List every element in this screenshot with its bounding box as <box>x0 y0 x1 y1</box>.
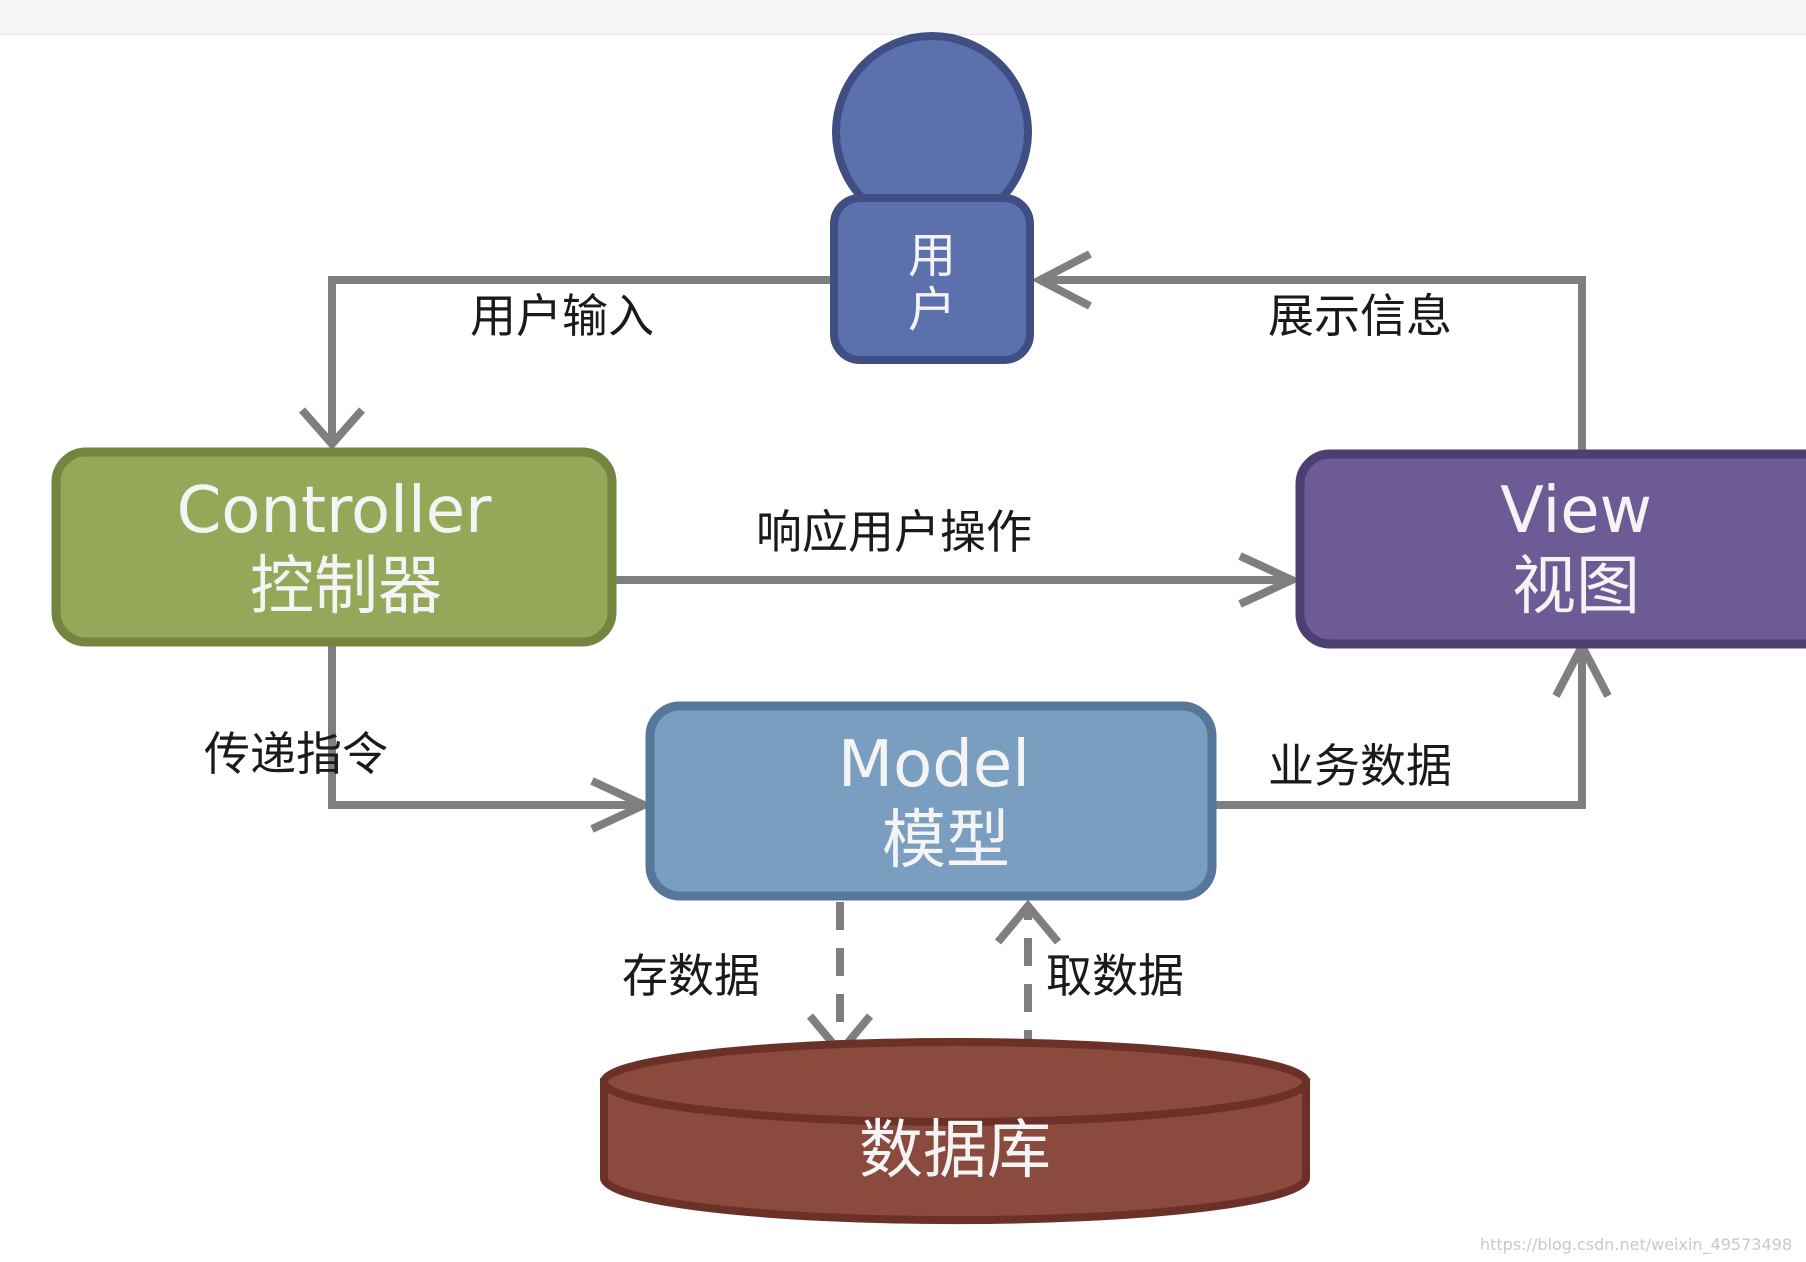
edge-user-input <box>299 276 835 451</box>
view-title: View <box>1500 474 1652 548</box>
controller-box <box>51 447 617 647</box>
controller-node: Controller 控制器 <box>51 447 617 647</box>
user-node: 用 户 <box>830 32 1034 364</box>
database-label: 数据库 <box>859 1114 1051 1188</box>
edge-respond-action <box>612 552 1302 608</box>
controller-title: Controller <box>177 474 493 548</box>
edge-show-info <box>1031 250 1586 450</box>
label-business-data: 业务数据 <box>1268 739 1452 793</box>
view-subtitle: 视图 <box>1512 550 1640 624</box>
user-label-line2: 户 <box>908 282 956 338</box>
label-store-data: 存数据 <box>622 949 760 1003</box>
label-respond-action: 响应用户操作 <box>756 505 1032 559</box>
edge-fetch-data <box>994 899 1062 1058</box>
watermark: https://blog.csdn.net/weixin_49573498 <box>1479 1235 1792 1254</box>
model-subtitle: 模型 <box>882 804 1010 878</box>
database-node: 数据库 <box>600 1038 1310 1225</box>
model-node: Model 模型 <box>645 701 1217 901</box>
model-title: Model <box>838 728 1030 802</box>
label-user-input: 用户输入 <box>470 289 654 343</box>
user-label-line1: 用 <box>908 228 956 284</box>
top-strip <box>0 0 1806 35</box>
user-body <box>830 194 1034 364</box>
edge-pass-command <box>328 646 654 833</box>
view-box <box>1295 449 1806 649</box>
database-top <box>600 1038 1310 1126</box>
edge-store-data <box>806 902 874 1059</box>
label-fetch-data: 取数据 <box>1046 949 1184 1003</box>
controller-subtitle: 控制器 <box>250 550 442 624</box>
label-pass-command: 传递指令 <box>204 727 388 781</box>
label-show-info: 展示信息 <box>1268 289 1452 343</box>
view-node: View 视图 <box>1295 449 1806 649</box>
model-box <box>645 701 1217 901</box>
